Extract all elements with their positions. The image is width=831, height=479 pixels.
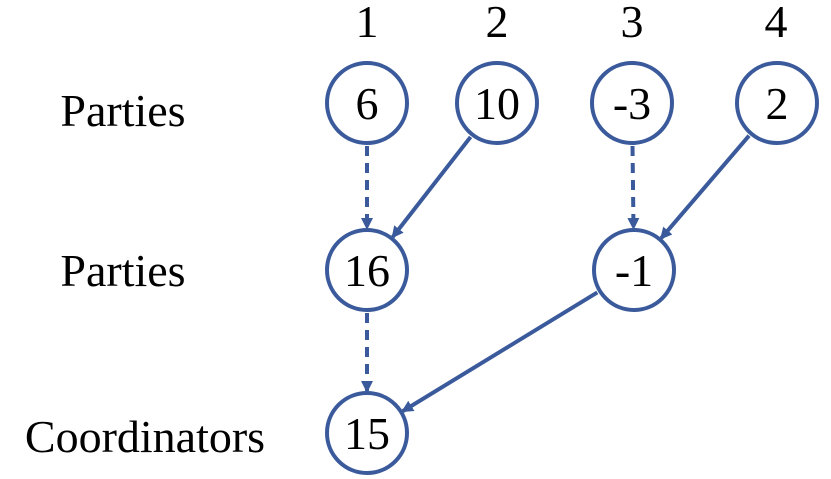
node-value: -3 (613, 78, 651, 129)
row-label-parties-middle: Parties (60, 245, 185, 296)
column-index-1: 1 (356, 0, 379, 47)
node-value: 16 (344, 245, 390, 296)
row-label-parties-top: Parties (60, 85, 185, 136)
node-circle (325, 61, 409, 145)
edge-n2-to-n5-solid-arrow (391, 135, 473, 239)
node-circle (590, 61, 674, 145)
column-index-2: 2 (486, 0, 509, 47)
column-index-3: 3 (621, 0, 644, 47)
node-7: 15 (325, 391, 409, 475)
node-1: 6 (325, 61, 409, 145)
node-circle (325, 391, 409, 475)
node-6: -1 (592, 228, 676, 312)
node-3: -3 (590, 61, 674, 145)
node-2: 10 (455, 61, 539, 145)
edge-n6-to-n7-solid-arrow (401, 290, 599, 413)
node-value: 2 (766, 78, 789, 129)
edges-layer (361, 134, 751, 413)
node-value: 6 (356, 78, 379, 129)
node-4: 2 (735, 61, 819, 145)
row-label-coordinators: Coordinators (25, 411, 265, 462)
edge-n4-to-n6-solid-arrow (659, 134, 751, 240)
edge-n3-to-n6-dashed-arrow (627, 145, 640, 231)
node-5: 16 (325, 228, 409, 312)
node-circle (455, 61, 539, 145)
node-circle (325, 228, 409, 312)
node-value: -1 (615, 245, 653, 296)
node-value: 15 (344, 408, 390, 459)
node-circle (735, 61, 819, 145)
node-circle (592, 228, 676, 312)
node-value: 10 (474, 78, 520, 129)
column-index-4: 4 (765, 0, 788, 47)
